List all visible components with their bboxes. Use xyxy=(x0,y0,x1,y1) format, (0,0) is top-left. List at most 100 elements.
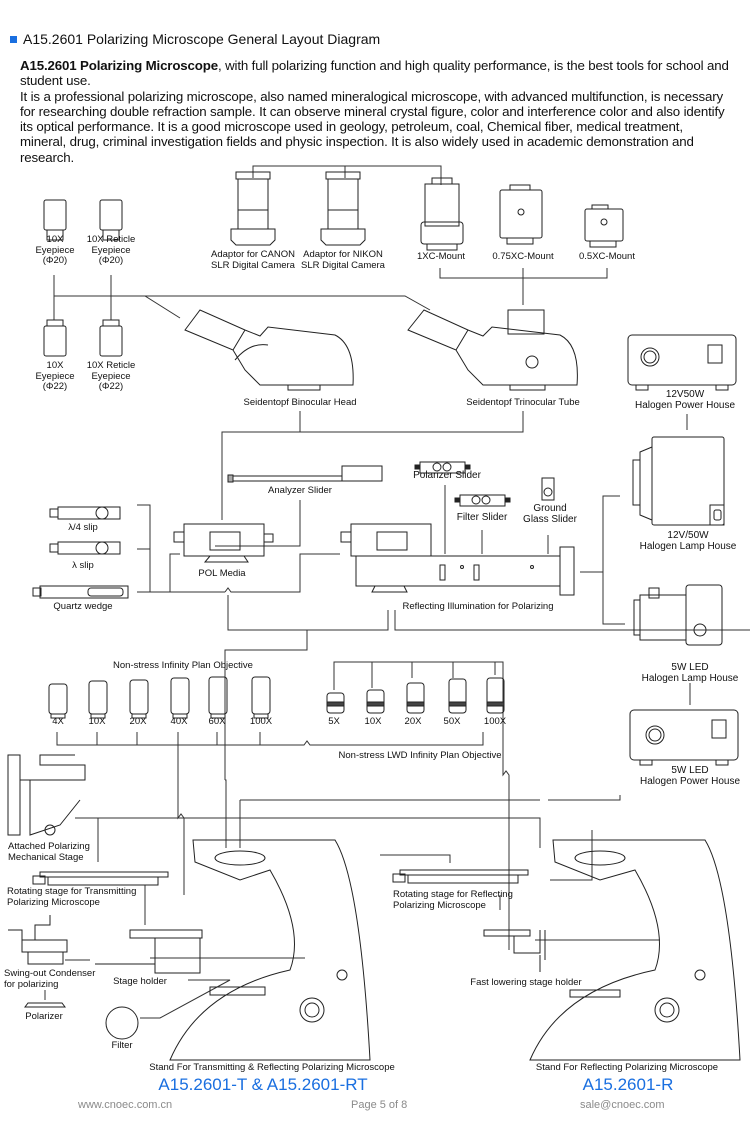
objective-4x-icon xyxy=(48,683,68,719)
lwd-objective-50x-icon xyxy=(448,678,467,714)
swing-condenser-icon xyxy=(8,915,68,965)
label-filter-slider: Filter Slider xyxy=(456,512,508,523)
label-fast-lowering-holder: Fast lowering stage holder xyxy=(470,977,582,988)
label-stage-holder: Stage holder xyxy=(113,976,167,987)
objective-10x-icon xyxy=(88,680,108,719)
footer-email[interactable]: sale@cnoec.com xyxy=(580,1099,665,1111)
label-quartz-wedge: Quartz wedge xyxy=(53,601,113,612)
connector-plan-down xyxy=(177,745,185,895)
intro-text: A15.2601 Polarizing Microscope, with ful… xyxy=(20,58,732,165)
label-line: Swing-out Condenser xyxy=(4,968,96,979)
rotating-stage-reflect-icon xyxy=(392,869,529,884)
label-polarizer: Polarizer xyxy=(25,1011,63,1022)
plan-objective-icons xyxy=(48,676,271,719)
label-lwd-objective-item: 20X xyxy=(404,716,422,727)
label-lwd-objective-item: 10X xyxy=(364,716,382,727)
wave-slip-icon xyxy=(49,541,121,555)
label-line: Polarizing Microscope xyxy=(7,896,100,908)
label-mount-075x: 0.75XC-Mount xyxy=(492,251,554,262)
label-pol-media: POL Media xyxy=(198,568,246,579)
section-header: A15.2601 Polarizing Microscope General L… xyxy=(10,31,380,47)
connector-cmounts xyxy=(439,268,608,305)
label-line: Eyepiece xyxy=(35,370,75,382)
label-line: 10X Reticle xyxy=(86,234,136,245)
label-line: Halogen Lamp House xyxy=(641,673,739,684)
model-left: A15.2601-T & A15.2601-RT xyxy=(158,1075,368,1094)
connector-sliders xyxy=(444,485,549,554)
intro-paragraph-1: A15.2601 Polarizing Microscope, with ful… xyxy=(20,58,732,89)
label-lwd-objective-item: 50X xyxy=(443,716,461,727)
connector-eyepieces xyxy=(53,275,431,320)
connector-heads xyxy=(221,411,524,520)
section-title: A15.2601 Polarizing Microscope General L… xyxy=(23,31,381,47)
lwd-objective-10x-icon xyxy=(366,689,385,714)
label-line: Glass Slider xyxy=(523,514,577,525)
adaptor-canon-icon xyxy=(230,171,276,246)
connector-lwd-down xyxy=(502,662,510,950)
label-line: Eyepiece xyxy=(91,370,131,382)
binocular-head-icon xyxy=(184,309,354,391)
rotating-stage-transmit-icon xyxy=(32,871,169,886)
objective-60x-icon xyxy=(208,676,228,719)
label-plan-objective-item: 60X xyxy=(208,716,226,727)
label-line: 12V/50W xyxy=(667,530,709,541)
label-wave-slip: λ slip xyxy=(72,560,94,571)
label-line: Halogen Power House xyxy=(634,400,736,411)
attached-stage-icon xyxy=(7,754,86,836)
filter-disc-icon xyxy=(105,1006,139,1040)
connector-obj-left xyxy=(224,630,308,780)
connector-analyzer xyxy=(215,500,301,547)
model-right: A15.2601-R xyxy=(582,1075,674,1094)
label-plan-objective-item: 100X xyxy=(249,716,273,727)
filter-slider-icon xyxy=(454,494,511,507)
label-line: Eyepiece xyxy=(91,244,131,256)
label-mount-05x: 0.5XC-Mount xyxy=(579,251,635,262)
objective-20x-icon xyxy=(129,679,149,719)
led-lamp-house-icon xyxy=(633,584,723,646)
quarter-wave-slip-icon xyxy=(49,506,121,520)
connector-slips xyxy=(137,504,340,593)
connector-stand-right xyxy=(548,795,621,801)
footer-website[interactable]: www.cnoec.com.cn xyxy=(78,1099,173,1111)
label-line: 10X Reticle xyxy=(86,360,136,371)
label-quarter-wave-slip: λ/4 slip xyxy=(68,522,98,533)
cmount-05x-icon xyxy=(584,204,624,248)
objective-100x-icon xyxy=(251,676,271,719)
label-lwd-objective-title: Non-stress LWD Infinity Plan Objective xyxy=(338,750,502,761)
stand-right-icon xyxy=(529,839,741,1061)
stage-holder-icon xyxy=(95,929,203,974)
eyepiece-icons xyxy=(43,199,123,357)
intro-bold-lead: A15.2601 Polarizing Microscope xyxy=(20,58,218,73)
label-line: 12V50W xyxy=(665,389,705,400)
bracket-plan xyxy=(56,732,484,746)
label-line: 5W LED xyxy=(671,765,709,776)
label-stand-right: Stand For Reflecting Polarizing Microsco… xyxy=(535,1062,719,1073)
label-line: (Φ22) xyxy=(98,381,124,392)
label-analyzer-slider: Analyzer Slider xyxy=(268,485,332,496)
label-plan-objective-item: 20X xyxy=(129,716,147,727)
label-filter: Filter xyxy=(111,1040,133,1051)
connector-lamp xyxy=(580,495,625,625)
connector-right-accessories xyxy=(380,830,660,941)
label-trinocular-tube: Seidentopf Trinocular Tube xyxy=(466,397,580,408)
label-line: Adaptor for CANON xyxy=(211,249,295,260)
eyepiece-10x-20-icon xyxy=(43,199,67,241)
label-line: Ground xyxy=(533,503,567,514)
bullet-square-icon xyxy=(10,35,17,43)
connector-adaptors xyxy=(252,165,442,185)
intro-paragraph-2: It is a professional polarizing microsco… xyxy=(20,88,725,165)
label-line: SLR Digital Camera xyxy=(301,259,385,271)
label-line: Polarizing Microscope xyxy=(393,899,486,911)
pol-media-icon xyxy=(173,523,274,563)
